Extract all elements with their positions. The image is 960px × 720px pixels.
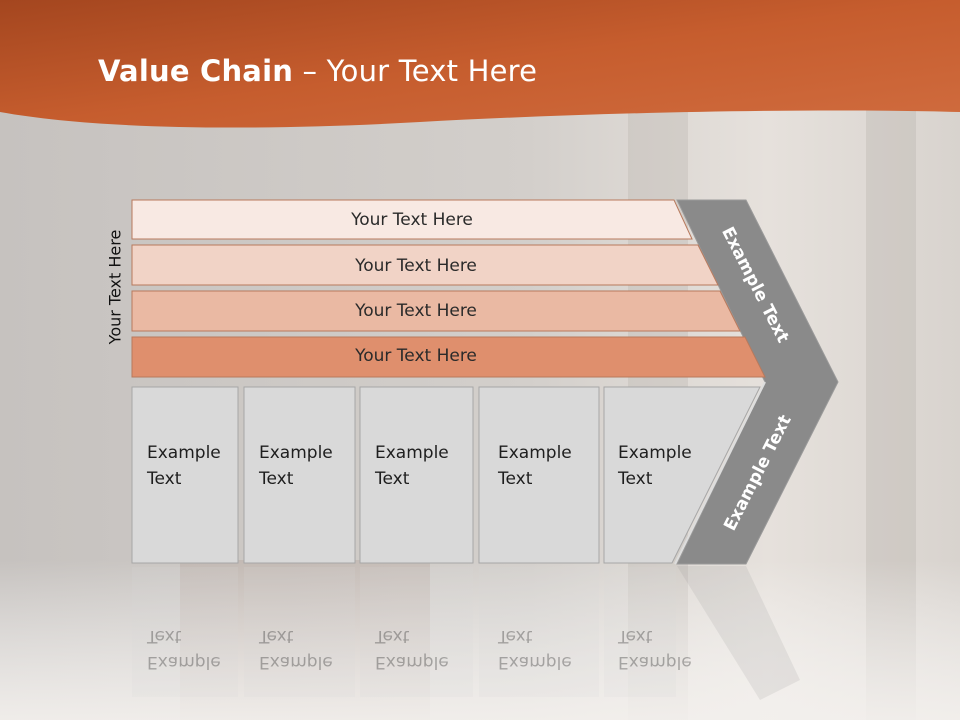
band-2-label: Your Text Here — [355, 256, 477, 276]
column-3-reflection: Example Text — [360, 575, 473, 695]
column-1-line2: Text — [147, 469, 182, 489]
column-shape-5 — [603, 386, 761, 564]
reflection-3-line1: Example — [375, 652, 449, 672]
band-shape-1 — [131, 199, 693, 240]
column-shape-1 — [131, 386, 239, 564]
column-4-reflection: Example Text — [479, 575, 599, 695]
column-3-line2: Text — [375, 469, 410, 489]
reflection-5-line2: Text — [618, 626, 653, 646]
reflection-3-line2: Text — [375, 626, 410, 646]
band-3-label: Your Text Here — [355, 301, 477, 321]
column-2-reflection: Example Text — [244, 575, 355, 695]
reflection-2-line1: Example — [259, 652, 333, 672]
reflection-4-line2: Text — [498, 626, 533, 646]
title-rest: – Your Text Here — [293, 54, 538, 88]
slide-title: Value Chain – Your Text Here — [98, 54, 537, 88]
reflection-5-line1: Example — [618, 652, 692, 672]
reflection-1-line1: Example — [147, 652, 221, 672]
column-shape-4 — [478, 386, 600, 564]
band-shape-3 — [131, 290, 741, 332]
band-2: Your Text Here — [132, 246, 700, 286]
column-5-line2: Text — [618, 469, 653, 489]
reflection-1-line2: Text — [147, 626, 182, 646]
column-4-line1: Example — [498, 443, 572, 463]
column-4-line2: Text — [498, 469, 533, 489]
column-shape-3 — [359, 386, 474, 564]
column-5-reflection: Example Text — [604, 575, 692, 695]
column-1-reflection: Example Text — [132, 575, 238, 695]
band-4: Your Text Here — [132, 336, 700, 376]
column-5-line1: Example — [618, 443, 692, 463]
reflection-2-line2: Text — [259, 626, 294, 646]
column-2-line2: Text — [259, 469, 294, 489]
column-2-line1: Example — [259, 443, 333, 463]
band-4-label: Your Text Here — [355, 346, 477, 366]
band-3: Your Text Here — [132, 291, 700, 331]
column-shape-2 — [243, 386, 356, 564]
band-1-label: Your Text Here — [351, 210, 473, 230]
band-shape-2 — [131, 244, 719, 286]
reflection-4-line1: Example — [498, 652, 572, 672]
column-3-line1: Example — [375, 443, 449, 463]
band-1: Your Text Here — [132, 200, 692, 240]
column-1-line1: Example — [147, 443, 221, 463]
band-shape-4 — [131, 336, 766, 378]
title-bold: Value Chain — [98, 54, 294, 88]
